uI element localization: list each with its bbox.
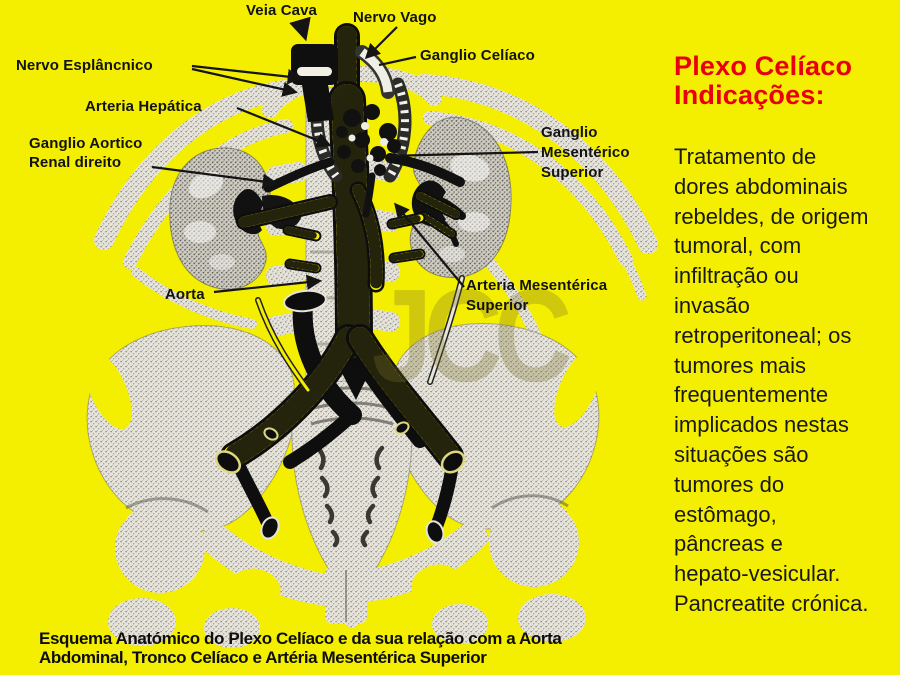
ureters [255, 275, 465, 393]
caption-line2: Abdominal, Tronco Celíaco e Artéria Mese… [39, 647, 487, 667]
panel-body: Tratamento de dores abdominais rebeldes,… [674, 142, 900, 619]
panel-heading: Plexo Celíaco Indicações: [674, 52, 852, 110]
panel-body-line: frequentemente [674, 382, 829, 408]
label-arteria-mesenterica-line2: Superior [466, 297, 529, 314]
panel-body-line: infiltração ou [674, 263, 799, 289]
label-arteria-mesenterica: Arteria Mesentérica Superior [466, 276, 607, 316]
artery-cut-mouth-left [214, 450, 242, 474]
label-ganglio-aortico: Ganglio Aortico Renal direito [29, 134, 142, 172]
panel-body-line: dores abdominais [674, 173, 848, 199]
label-nervo-vago: Nervo Vago [353, 9, 437, 26]
label-ganglio-mesenterico-line1: Ganglio [541, 124, 598, 141]
panel-body-line: Tratamento de [674, 144, 817, 169]
ivc-cut-mouth [283, 289, 327, 313]
panel-body-line: tumores mais [674, 352, 807, 378]
label-aorta: Aorta [165, 286, 205, 303]
caption-line1: Esquema Anatómico do Plexo Celíaco e da … [39, 629, 562, 648]
vein-cut-mouth-left [260, 516, 280, 540]
panel-body-line: estômago, [674, 501, 777, 527]
panel-body-line: retroperitoneal; os [674, 322, 852, 348]
label-arteria-mesenterica-line1: Arteria Mesentérica [466, 277, 608, 294]
arrow-nervo-esplancnico-2 [191, 67, 299, 97]
panel-heading-line1: Plexo Celíaco [674, 51, 853, 81]
caption: Esquema Anatómico do Plexo Celíaco e da … [39, 629, 562, 667]
label-ganglio-aortico-line2: Renal direito [29, 154, 122, 171]
arrow-aorta [213, 274, 323, 294]
celiac-plexus [263, 44, 465, 218]
panel-body-line: Pancreatite crónica. [674, 590, 869, 616]
panel-heading-line2: Indicações: [674, 80, 825, 110]
arrow-nervo-esplancnico-1 [191, 64, 304, 85]
arrow-nervo-vago [364, 26, 398, 60]
label-ganglio-mesenterico: Ganglio Mesentérico Superior [541, 123, 630, 183]
vein-cut-mouth-right [425, 520, 445, 544]
leader-lines [151, 16, 539, 294]
panel-body-line: tumores do [674, 471, 785, 497]
arrow-veia-cava [289, 16, 311, 42]
panel-body-line: pâncreas e [674, 531, 783, 557]
aorta [220, 23, 464, 470]
panel-body-line: invasão [674, 292, 750, 318]
label-arteria-hepatica: Arteria Hepática [85, 98, 202, 115]
arrow-ganglio-aortico [151, 165, 279, 190]
label-ganglio-mesenterico-line3: Superior [541, 164, 604, 181]
label-nervo-esplancnico: Nervo Esplâncnico [16, 57, 153, 74]
arrow-arteria-hepatica [236, 106, 332, 148]
panel-body-line: tumoral, com [674, 233, 802, 259]
line-ganglio-mesenterico [387, 150, 539, 158]
panel-body-line: hepato-vesicular. [674, 561, 841, 587]
panel-body-line: situações são [674, 441, 809, 467]
artery-cut-mouth-right [440, 450, 466, 474]
label-ganglio-celiaco: Ganglio Celíaco [420, 47, 535, 64]
label-ganglio-aortico-line1: Ganglio Aortico [29, 135, 143, 152]
label-ganglio-mesenterico-line2: Mesentérico [541, 144, 630, 161]
label-veia-cava: Veia Cava [246, 2, 317, 19]
internal-iliac-stub-left [263, 427, 279, 441]
panel-body-line: rebeldes, de origem [674, 203, 869, 229]
arrow-arteria-mesenterica [394, 202, 465, 288]
line-ganglio-celiaco [378, 55, 417, 67]
panel-body-line: implicados nestas [674, 412, 849, 438]
internal-iliac-stub-right [394, 421, 410, 435]
watermark: JCC [372, 262, 572, 409]
